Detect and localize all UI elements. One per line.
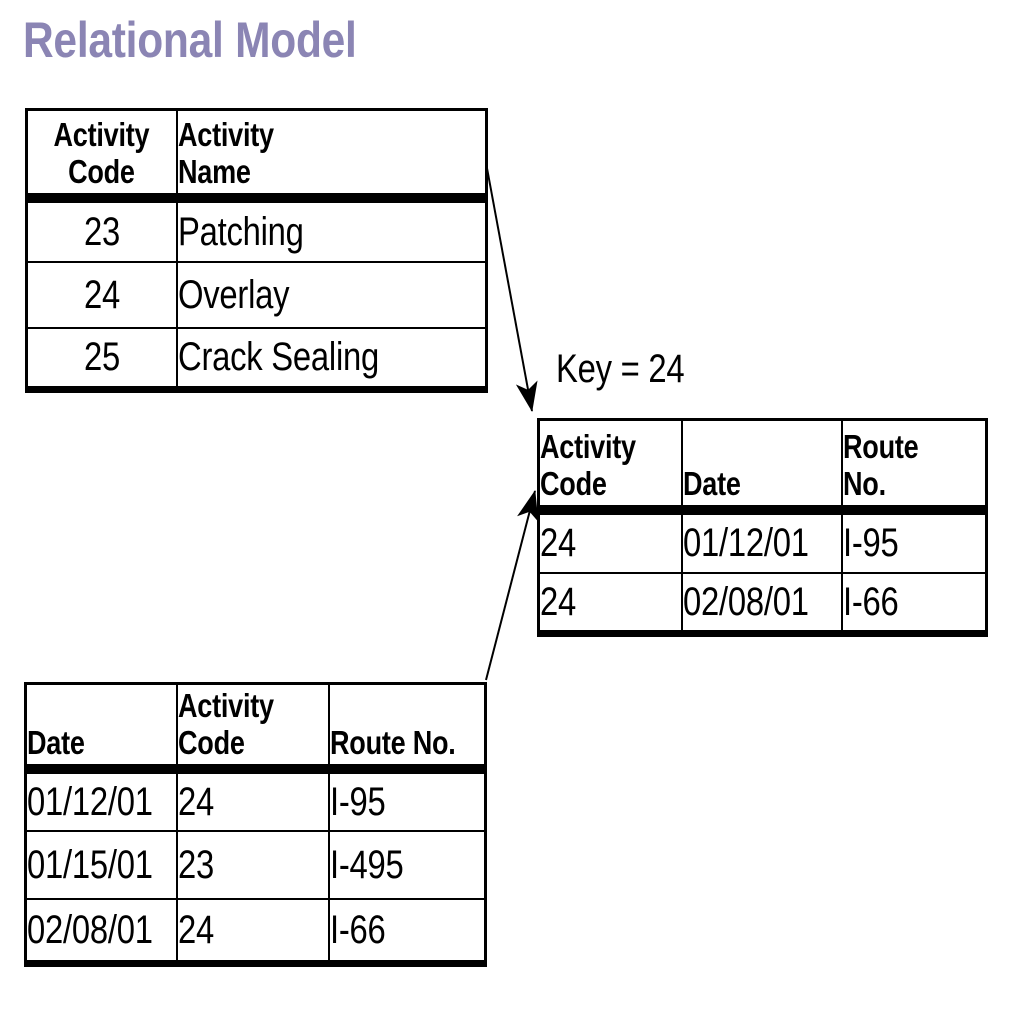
activity-code-cell: 24	[537, 508, 683, 574]
activity-codes-table: Activity Code Activity Name 23 Patching …	[25, 108, 488, 393]
date-cell: 01/12/01	[24, 767, 178, 832]
arrow-activity-codes-to-key-table-icon	[483, 151, 538, 412]
table-row: 24 02/08/01 I-66	[537, 571, 988, 635]
table-row: 23 Patching	[25, 196, 488, 263]
date-cell: 01/15/01	[24, 829, 178, 900]
table-header-row: Date Activity Code Route No.	[24, 682, 487, 774]
table-row: 24 Overlay	[25, 260, 488, 329]
header-activity-code: Activity Code	[175, 682, 330, 774]
activity-code-cell: 25	[25, 326, 178, 391]
date-cell: 01/12/01	[680, 508, 843, 574]
header-route-no: Route No.	[327, 682, 487, 774]
activity-name-cell: Patching	[175, 196, 488, 263]
activity-name-cell: Crack Sealing	[175, 326, 488, 391]
activity-log-table: Date Activity Code Route No. 01/12/01 24…	[24, 682, 487, 967]
key-annotation-text: Key = 24	[556, 347, 685, 391]
arrow-activity-log-to-key-table-icon	[485, 490, 539, 681]
route-no-cell: I-95	[840, 508, 988, 574]
table-header-row: Activity Code Date Route No.	[537, 418, 988, 515]
table-header-row: Activity Code Activity Name	[25, 108, 488, 203]
table-row: 01/12/01 24 I-95	[24, 767, 487, 832]
date-cell: 02/08/01	[680, 571, 843, 635]
key-annotation: Key = 24	[556, 346, 713, 392]
page-title: Relational Model	[23, 10, 415, 70]
page-title-text: Relational Model	[23, 12, 357, 68]
table-row: 02/08/01 24 I-66	[24, 897, 487, 965]
table-row: 01/15/01 23 I-495	[24, 829, 487, 900]
activity-code-cell: 24	[175, 897, 330, 965]
header-activity-code: Activity Code	[537, 418, 683, 515]
header-activity-code: Activity Code	[25, 108, 178, 203]
activity-code-cell: 23	[175, 829, 330, 900]
table-row: 25 Crack Sealing	[25, 326, 488, 391]
header-date: Date	[24, 682, 178, 774]
header-activity-name: Activity Name	[175, 108, 488, 203]
selected-activities-table: Activity Code Date Route No. 24 01/12/01…	[537, 418, 988, 637]
header-route-no: Route No.	[840, 418, 988, 515]
date-cell: 02/08/01	[24, 897, 178, 965]
activity-name-cell: Overlay	[175, 260, 488, 329]
activity-code-cell: 24	[537, 571, 683, 635]
header-date: Date	[680, 418, 843, 515]
route-no-cell: I-66	[327, 897, 487, 965]
route-no-cell: I-95	[327, 767, 487, 832]
table-row: 24 01/12/01 I-95	[537, 508, 988, 574]
activity-code-cell: 24	[175, 767, 330, 832]
route-no-cell: I-495	[327, 829, 487, 900]
route-no-cell: I-66	[840, 571, 988, 635]
activity-code-cell: 23	[25, 196, 178, 263]
activity-code-cell: 24	[25, 260, 178, 329]
